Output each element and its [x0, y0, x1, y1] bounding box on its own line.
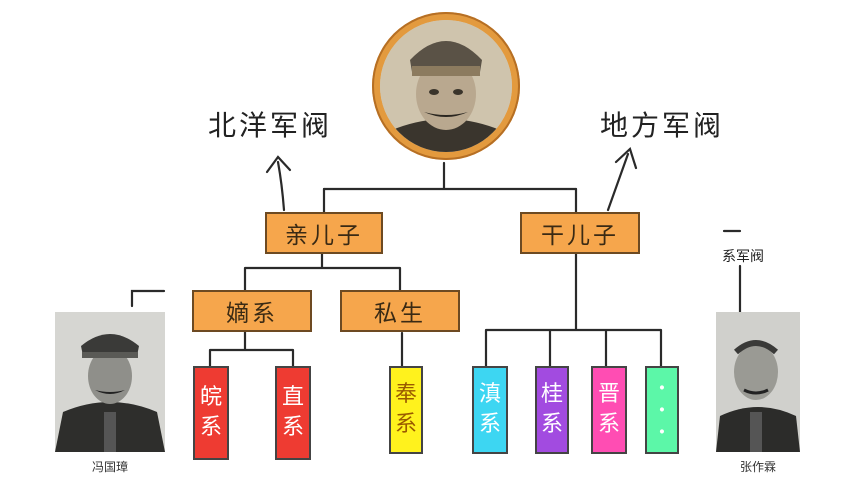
faction-dian: 滇 系 [472, 366, 508, 454]
connector-qin-children [243, 252, 402, 292]
faction-feng: 奉 系 [389, 366, 423, 454]
faction-feng-char2: 系 [394, 412, 417, 437]
connector-dixi-children [208, 330, 295, 368]
faction-wan-char1: 皖 [199, 385, 222, 410]
right-fragment-label: 系军阀 [722, 249, 764, 265]
left-person-photo [55, 312, 165, 452]
left-person-figure-icon [55, 312, 165, 452]
node-sisheng: 私生 [340, 290, 460, 332]
faction-more: · · · [645, 366, 679, 454]
node-qin-erzi: 亲儿子 [265, 212, 383, 254]
faction-zhi-char1: 直 [281, 385, 304, 410]
right-person-photo [716, 312, 800, 452]
faction-zhi-char2: 系 [281, 415, 304, 440]
faction-jin-char2: 系 [597, 412, 620, 437]
faction-zhi: 直 系 [275, 366, 311, 460]
portrait-figure-icon [380, 20, 512, 152]
faction-more-dot3: · [658, 419, 666, 445]
top-portrait [372, 12, 520, 160]
faction-dian-char1: 滇 [478, 382, 501, 407]
faction-gui-char1: 桂 [540, 382, 563, 407]
bracket-right [722, 229, 742, 314]
arrow-beiyang [265, 155, 292, 212]
faction-wan: 皖 系 [193, 366, 229, 460]
bracket-left [130, 289, 166, 308]
connector-top [322, 161, 578, 191]
right-person-figure-icon [716, 312, 800, 452]
right-person-caption: 张作霖 [739, 460, 776, 474]
faction-wan-char2: 系 [199, 415, 222, 440]
arrow-local [606, 147, 638, 212]
faction-gui: 桂 系 [535, 366, 569, 454]
local-warlords-label: 地方军阀 [600, 109, 725, 142]
node-dixi: 嫡系 [192, 290, 312, 332]
faction-dian-char2: 系 [478, 412, 501, 437]
beiyang-warlords-label: 北洋军阀 [208, 109, 333, 142]
faction-jin: 晋 系 [591, 366, 627, 454]
left-person-caption: 冯国璋 [91, 460, 128, 474]
faction-gui-char2: 系 [540, 412, 563, 437]
faction-jin-char1: 晋 [597, 382, 620, 407]
faction-feng-char1: 奉 [394, 382, 417, 407]
faction-more-dot1: · [658, 375, 666, 401]
node-gan-erzi: 干儿子 [520, 212, 640, 254]
faction-more-dot2: · [658, 397, 666, 423]
connector-gan-children [484, 252, 663, 368]
